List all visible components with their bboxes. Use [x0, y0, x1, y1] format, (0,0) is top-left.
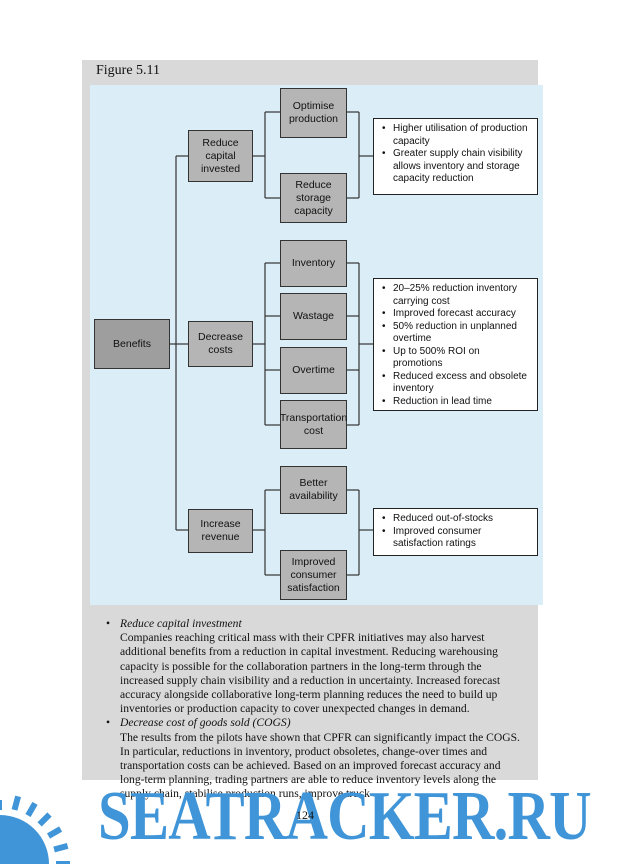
node-better-availability: Better availability	[280, 466, 347, 514]
node-overtime: Overtime	[280, 347, 347, 394]
bullet-item: 50% reduction in unplanned overtime	[382, 321, 531, 346]
bullet-item: Reduced excess and obsolete inventory	[382, 371, 531, 396]
section-paragraph: Companies reaching critical mass with th…	[120, 631, 501, 716]
bullet-item: Reduced out-of-stocks	[382, 513, 531, 526]
root-benefits-box: Benefits	[94, 319, 170, 369]
bullet-item: Up to 500% ROI on promotions	[382, 346, 531, 371]
bullet-item: Improved forecast accuracy	[382, 308, 531, 321]
section-paragraph: The results from the pilots have shown t…	[120, 730, 520, 801]
category-increase-revenue-box: Increase revenue	[188, 509, 253, 553]
section-heading: Decrease cost of goods sold (COGS)	[120, 716, 291, 730]
watermark-text: SEATRACKER.RU	[98, 778, 592, 855]
node-improved-consumer-satisfaction: Improved consumer satisfaction	[280, 550, 347, 600]
bullet-item: Greater supply chain visibility allows i…	[382, 148, 531, 186]
node-inventory: Inventory	[280, 240, 347, 287]
bullets-increase-revenue: Reduced out-of-stocks Improved consumer …	[373, 508, 538, 556]
node-reduce-storage-capacity: Reduce storage capacity	[280, 173, 347, 223]
bullets-reduce-capital: Higher utilisation of production capacit…	[373, 118, 538, 195]
node-transportation-cost: Transportation cost	[280, 400, 347, 449]
bullet-item: Higher utilisation of production capacit…	[382, 123, 531, 148]
section-decrease-cogs: Decrease cost of goods sold (COGS) The r…	[106, 716, 526, 801]
bullets-decrease-costs: 20–25% reduction inventory carrying cost…	[373, 278, 538, 411]
bullet-item: Improved consumer satisfaction ratings	[382, 526, 531, 551]
bullet-item: Reduction in lead time	[382, 396, 531, 409]
node-optimise-production: Optimise production	[280, 88, 347, 138]
category-decrease-costs-box: Decrease costs	[188, 321, 253, 367]
category-reduce-capital-box: Reduce capital invested	[188, 130, 253, 182]
figure-title: Figure 5.11	[96, 63, 161, 78]
section-heading: Reduce capital investment	[120, 617, 242, 630]
page-number: 124	[296, 808, 314, 822]
node-wastage: Wastage	[280, 293, 347, 340]
bullet-item: 20–25% reduction inventory carrying cost	[382, 283, 531, 308]
body-text: Reduce capital investment Companies reac…	[106, 617, 526, 802]
section-reduce-capital: Reduce capital investment Companies reac…	[106, 617, 526, 716]
watermark-sun-logo	[0, 795, 70, 864]
